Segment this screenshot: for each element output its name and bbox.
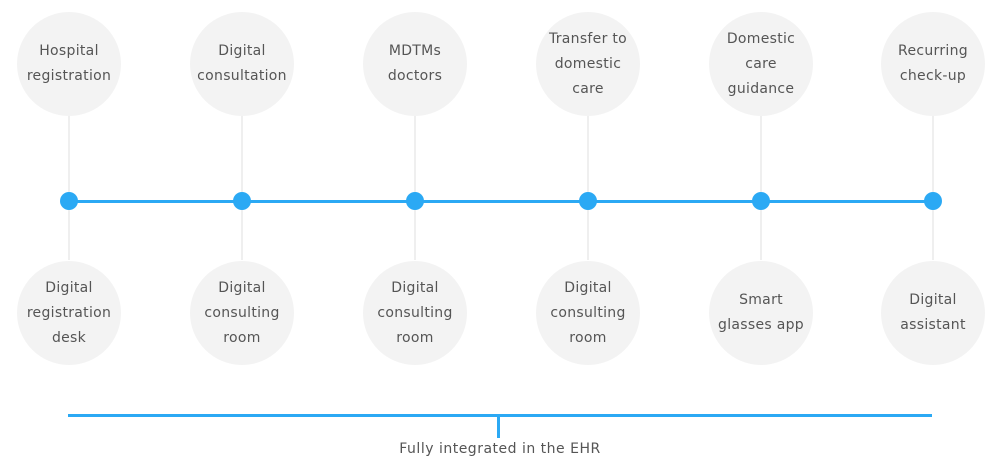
- top-circle-label: Digital consultation: [197, 43, 287, 84]
- timeline-node-3: [406, 192, 424, 210]
- connector-top-3: [414, 115, 416, 200]
- bottom-circle-label: Digital assistant: [900, 292, 966, 333]
- connector-bottom-3: [414, 202, 416, 260]
- top-circle-mdtms-doctors: MDTMs doctors: [363, 12, 467, 116]
- timeline-node-6: [924, 192, 942, 210]
- timeline-node-4: [579, 192, 597, 210]
- top-circle-domestic-care-guidance: Domestic care guidance: [709, 12, 813, 116]
- bottom-circle-digital-consulting-room: Digital consulting room: [536, 261, 640, 365]
- connector-bottom-1: [68, 202, 70, 260]
- connector-top-1: [68, 115, 70, 200]
- top-circle-recurring-check-up: Recurring check-up: [881, 12, 985, 116]
- top-circle-hospital-registration: Hospital registration: [17, 12, 121, 116]
- connector-top-5: [760, 115, 762, 200]
- timeline-line: [68, 200, 932, 203]
- bottom-circle-digital-assistant: Digital assistant: [881, 261, 985, 365]
- bottom-circle-label: Digital consulting room: [550, 279, 626, 346]
- bottom-circle-label: Digital consulting room: [204, 279, 280, 346]
- top-circle-label: Recurring check-up: [898, 43, 968, 84]
- connector-bottom-4: [587, 202, 589, 260]
- bottom-circle-smart-glasses-app: Smart glasses app: [709, 261, 813, 365]
- ehr-bracket-bar: [68, 414, 932, 417]
- bottom-circle-digital-consulting-room: Digital consulting room: [363, 261, 467, 365]
- top-circle-digital-consultation: Digital consultation: [190, 12, 294, 116]
- timeline-node-5: [752, 192, 770, 210]
- connector-top-4: [587, 115, 589, 200]
- connector-bottom-2: [241, 202, 243, 260]
- connector-bottom-5: [760, 202, 762, 260]
- timeline-node-1: [60, 192, 78, 210]
- bottom-circle-digital-consulting-room: Digital consulting room: [190, 261, 294, 365]
- connector-top-2: [241, 115, 243, 200]
- top-circle-label: MDTMs doctors: [387, 43, 443, 84]
- bottom-circle-label: Digital registration desk: [26, 279, 112, 346]
- connector-bottom-6: [932, 202, 934, 260]
- top-circle-label: Transfer to domestic care: [548, 30, 628, 97]
- bottom-circle-digital-registration-desk: Digital registration desk: [17, 261, 121, 365]
- top-circle-transfer-to-domestic-care: Transfer to domestic care: [536, 12, 640, 116]
- top-circle-label: Hospital registration: [26, 43, 112, 84]
- timeline-node-2: [233, 192, 251, 210]
- footer-caption: Fully integrated in the EHR: [399, 441, 601, 457]
- bottom-circle-label: Digital consulting room: [377, 279, 453, 346]
- connector-top-6: [932, 115, 934, 200]
- top-circle-label: Domestic care guidance: [726, 30, 796, 97]
- bottom-circle-label: Smart glasses app: [718, 292, 804, 333]
- ehr-bracket-stem: [497, 414, 500, 438]
